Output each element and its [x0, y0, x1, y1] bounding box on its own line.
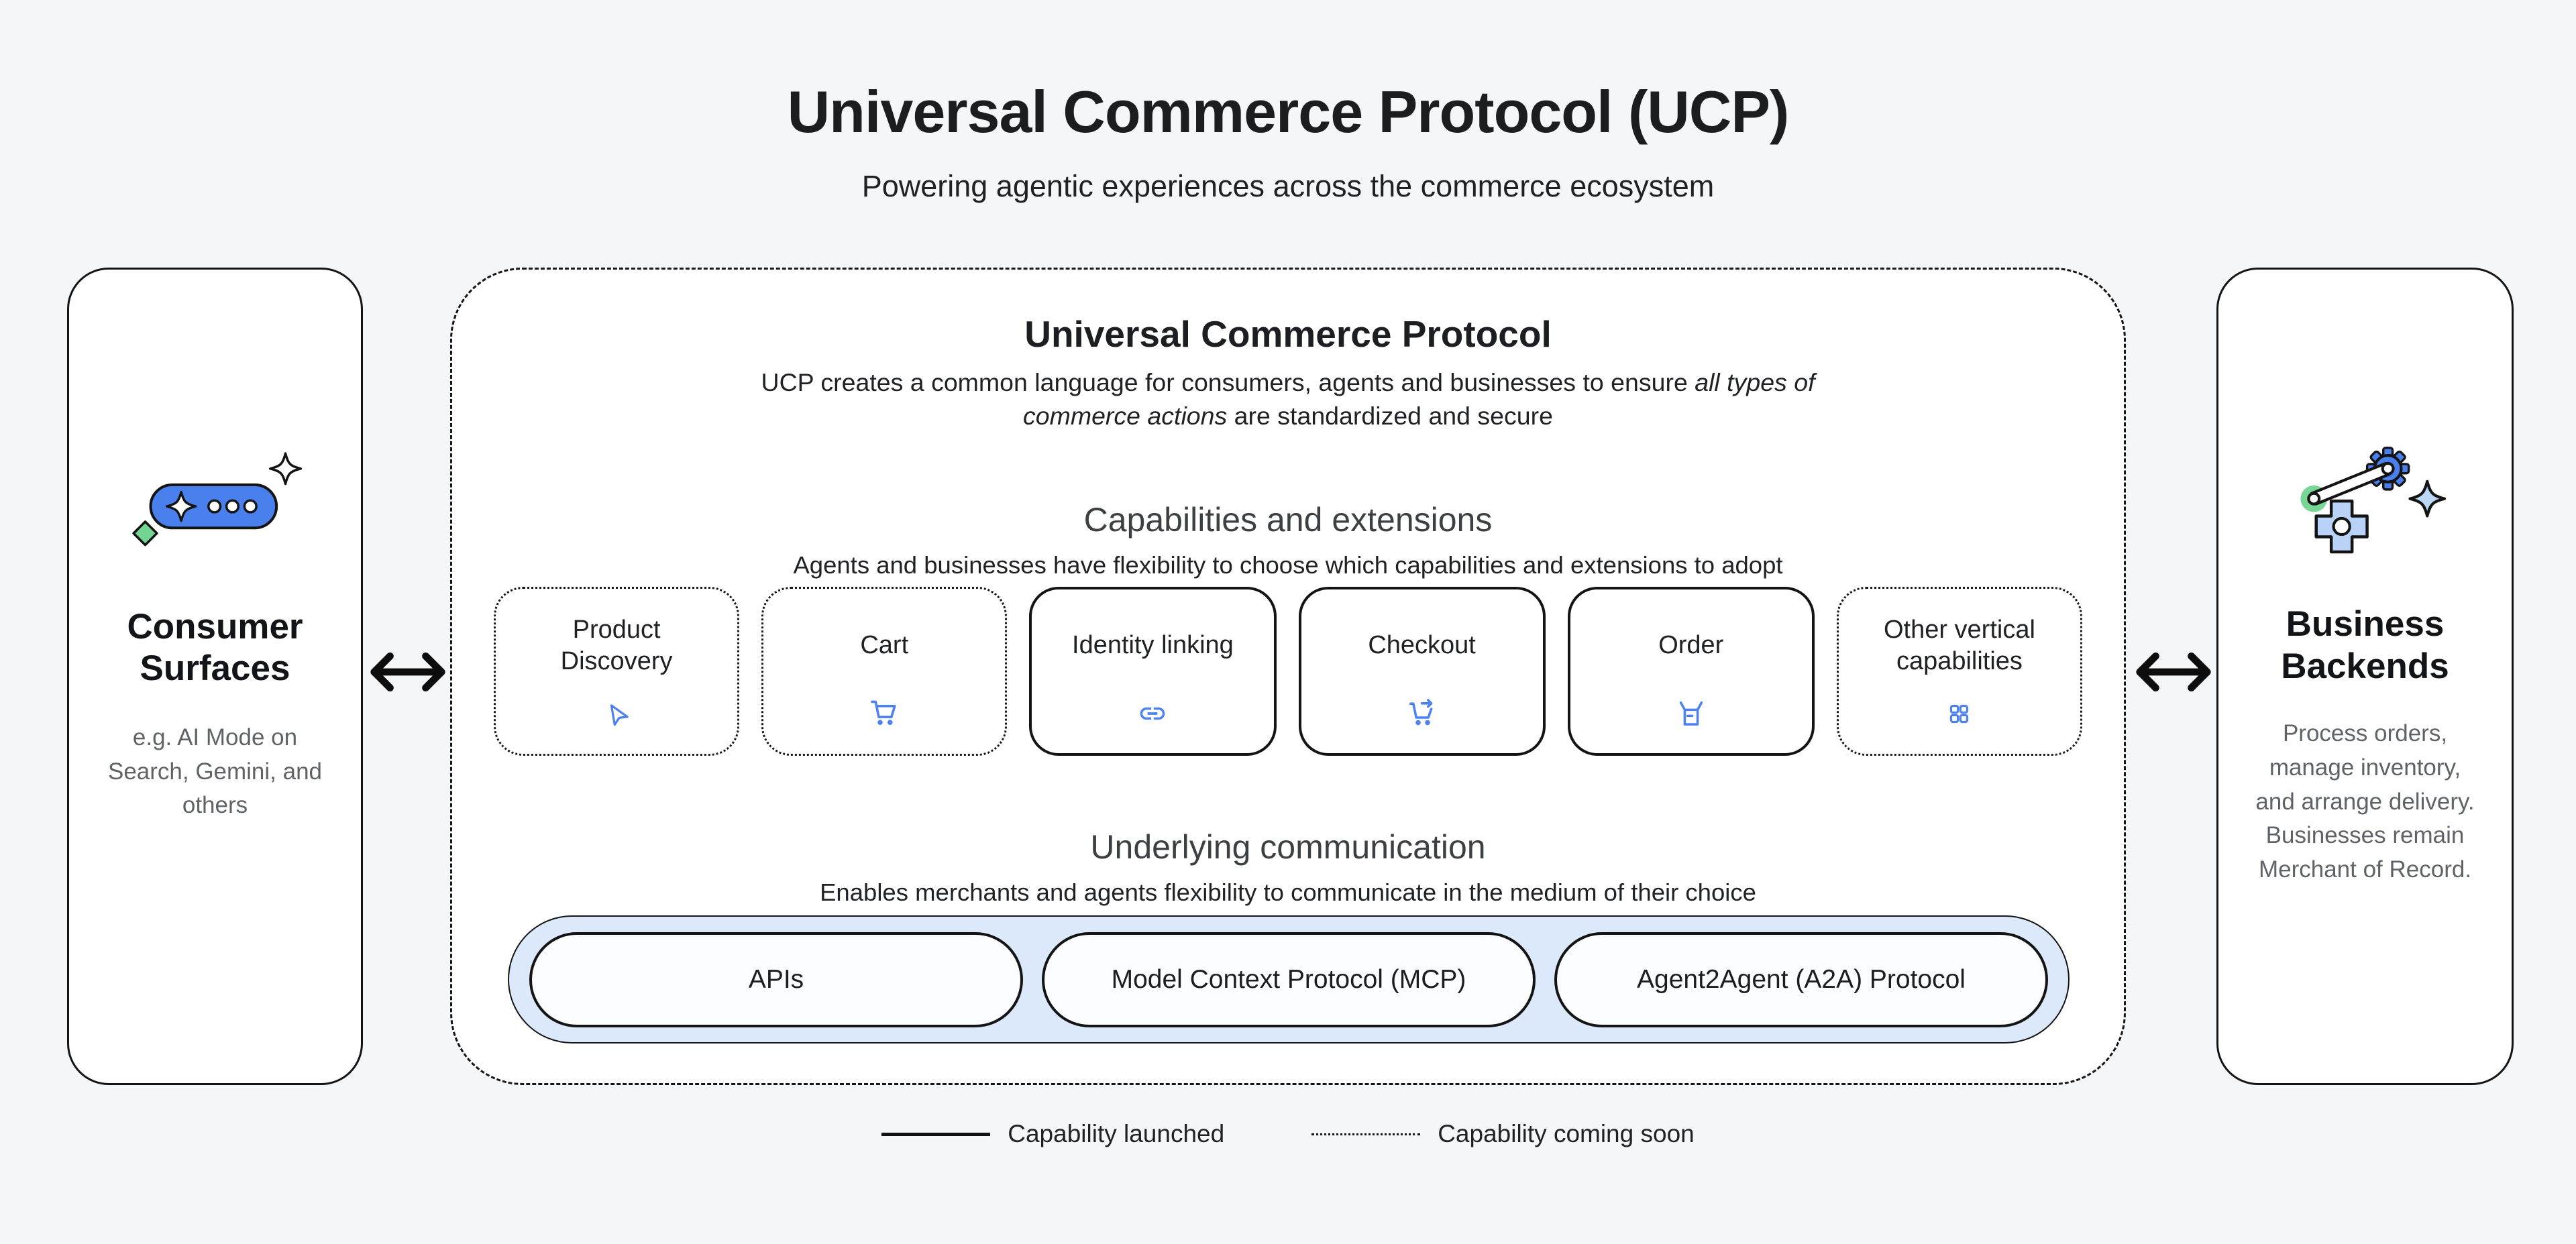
legend-item-coming-soon: Capability coming soon	[1311, 1120, 1695, 1148]
capability-label: Product Discovery	[560, 615, 673, 676]
legend-launched-label: Capability launched	[1008, 1120, 1225, 1147]
legend-solid-line	[881, 1132, 991, 1136]
ucp-description-pre: UCP creates a common language for consum…	[761, 368, 1695, 396]
capability-card-order: Order	[1567, 587, 1815, 756]
capability-card-product-discovery: Product Discovery	[494, 587, 740, 756]
protocol-label: Agent2Agent (A2A) Protocol	[1637, 964, 1966, 994]
order-box-icon	[1674, 697, 1708, 730]
ucp-description: UCP creates a common language for consum…	[751, 366, 1825, 433]
chat-sparkle-icon	[125, 451, 305, 562]
protocol-pill-mcp: Model Context Protocol (MCP)	[1042, 931, 1536, 1027]
left-bidirectional-arrow-icon	[365, 648, 451, 696]
ucp-title: Universal Commerce Protocol	[1024, 313, 1552, 355]
legend-coming-soon-label: Capability coming soon	[1438, 1120, 1695, 1147]
communication-heading: Underlying communication	[1090, 828, 1486, 866]
consumer-surfaces-panel: Consumer Surfaces e.g. AI Mode on Search…	[67, 268, 363, 1085]
protocol-pill-apis: APIs	[529, 931, 1023, 1027]
cart-checkout-icon	[1406, 697, 1438, 730]
ucp-container: Universal Commerce Protocol UCP creates …	[450, 268, 2126, 1085]
capability-card-identity-linking: Identity linking	[1029, 587, 1277, 756]
legend-item-launched: Capability launched	[881, 1120, 1224, 1148]
capability-card-other-vertical: Other vertical capabilities	[1836, 587, 2083, 756]
page-title: Universal Commerce Protocol (UCP)	[787, 78, 1790, 145]
business-backends-panel: Business Backends Process orders, manage…	[2216, 268, 2514, 1085]
capability-label: Other vertical capabilities	[1883, 615, 2035, 676]
capability-label: Order	[1658, 631, 1724, 660]
business-backends-title: Business Backends	[2281, 604, 2449, 686]
gears-icon	[2282, 439, 2449, 571]
navigation-arrow-icon	[601, 697, 632, 730]
consumer-surfaces-title: Consumer Surfaces	[127, 606, 303, 689]
shopping-cart-icon	[868, 697, 900, 730]
legend: Capability launched Capability coming so…	[0, 1120, 2576, 1148]
right-bidirectional-arrow-icon	[2131, 648, 2216, 696]
capability-card-checkout: Checkout	[1298, 587, 1546, 756]
business-backends-description: Process orders, manage inventory, and ar…	[2255, 720, 2475, 883]
legend-dotted-line	[1311, 1133, 1421, 1135]
page-subtitle: Powering agentic experiences across the …	[861, 169, 1715, 203]
link-icon	[1138, 697, 1167, 730]
consumer-surfaces-description: e.g. AI Mode on Search, Gemini, and othe…	[107, 724, 323, 819]
capability-label: Identity linking	[1072, 631, 1234, 660]
communication-band: APIs Model Context Protocol (MCP) Agent2…	[508, 915, 2070, 1043]
capabilities-row: Product Discovery Cart	[494, 587, 2083, 756]
protocol-label: APIs	[748, 964, 804, 994]
grid-icon	[1947, 697, 1972, 730]
protocol-label: Model Context Protocol (MCP)	[1111, 964, 1466, 994]
header: Universal Commerce Protocol (UCP) Poweri…	[0, 0, 2576, 204]
capability-card-cart: Cart	[761, 587, 1008, 756]
capability-label: Checkout	[1368, 631, 1476, 660]
capabilities-heading: Capabilities and extensions	[1083, 501, 1493, 539]
ucp-description-post: are standardized and secure	[1227, 401, 1553, 430]
capability-label: Cart	[860, 631, 909, 660]
communication-subheading: Enables merchants and agents flexibility…	[820, 879, 1756, 906]
protocol-pill-a2a: Agent2Agent (A2A) Protocol	[1554, 931, 2048, 1027]
ucp-description-italic: all types of commerce actions	[1022, 368, 1815, 430]
capabilities-subheading: Agents and businesses have flexibility t…	[793, 551, 1783, 579]
